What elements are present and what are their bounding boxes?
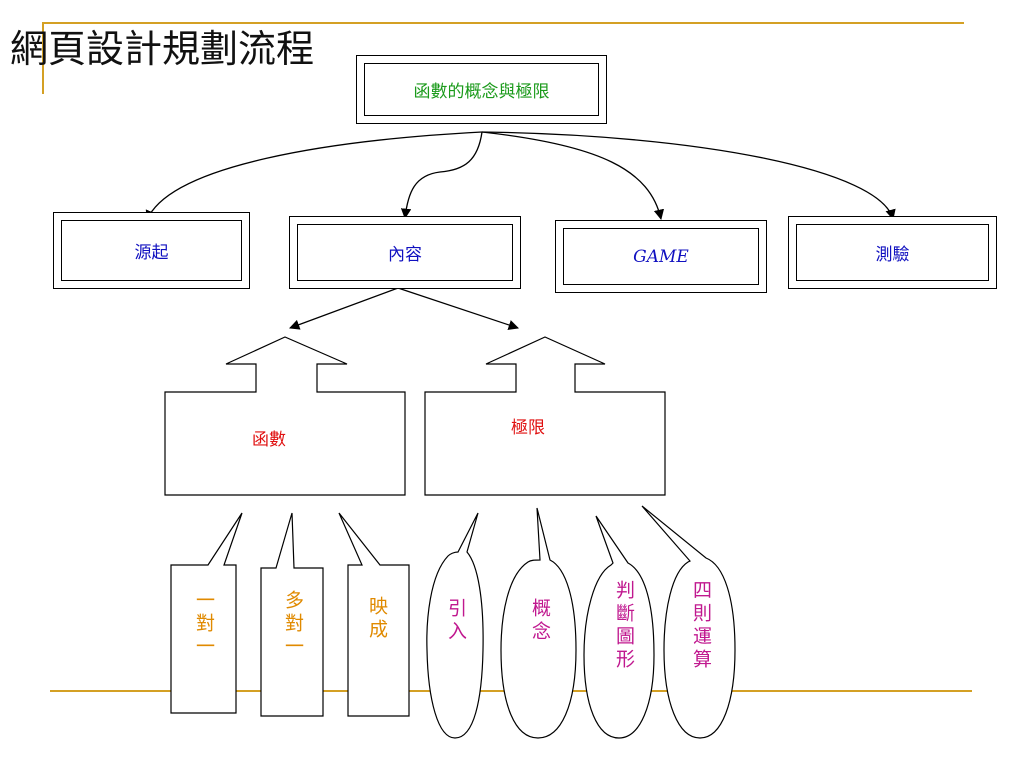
root-node: 函數的概念與極限 — [356, 55, 607, 124]
callout-many-to-one-label: 多對一 — [282, 590, 304, 659]
connector-root-quiz — [481, 131, 896, 221]
callout-shape-concept — [500, 507, 577, 739]
node-limit-label: 極限 — [511, 418, 545, 438]
node-game-label: GAME — [563, 228, 759, 285]
connector-root-content — [400, 131, 483, 220]
node-quiz: 測驗 — [788, 216, 997, 289]
node-function-label: 函數 — [252, 430, 286, 450]
top-accent-rule — [42, 22, 964, 24]
page-title: 網頁設計規劃流程 — [10, 27, 315, 71]
node-content: 內容 — [289, 216, 521, 289]
callout-introduction-label: 引入 — [445, 598, 467, 644]
node-source-label: 源起 — [61, 220, 242, 281]
callout-onto-label: 映成 — [366, 596, 388, 642]
callout-graph-label: 判斷圖形 — [613, 580, 635, 672]
function-up-arrow-box — [164, 336, 406, 496]
node-source: 源起 — [53, 212, 250, 289]
node-game: GAME — [555, 220, 767, 293]
connector-content-function — [289, 287, 399, 330]
callout-shape-onto — [338, 512, 410, 717]
node-quiz-label: 測驗 — [796, 224, 989, 281]
callout-shape-graph — [583, 515, 655, 739]
callout-shape-arithmetic — [641, 505, 736, 739]
limit-up-arrow-box — [424, 336, 666, 496]
connector-root-game — [481, 131, 665, 221]
callout-shape-introduction — [426, 512, 484, 739]
root-node-label: 函數的概念與極限 — [364, 63, 599, 116]
callout-concept-label: 概念 — [529, 598, 551, 644]
node-content-label: 內容 — [297, 224, 513, 281]
callout-one-to-one-label: 一對一 — [193, 590, 215, 659]
left-accent-rule — [42, 22, 44, 94]
callout-arithmetic-label: 四則運算 — [690, 580, 712, 672]
callout-shape-many-to-one — [260, 512, 324, 717]
connector-root-source — [145, 131, 483, 221]
connector-content-limit — [397, 287, 519, 330]
callout-shape-one-to-one — [170, 512, 243, 714]
